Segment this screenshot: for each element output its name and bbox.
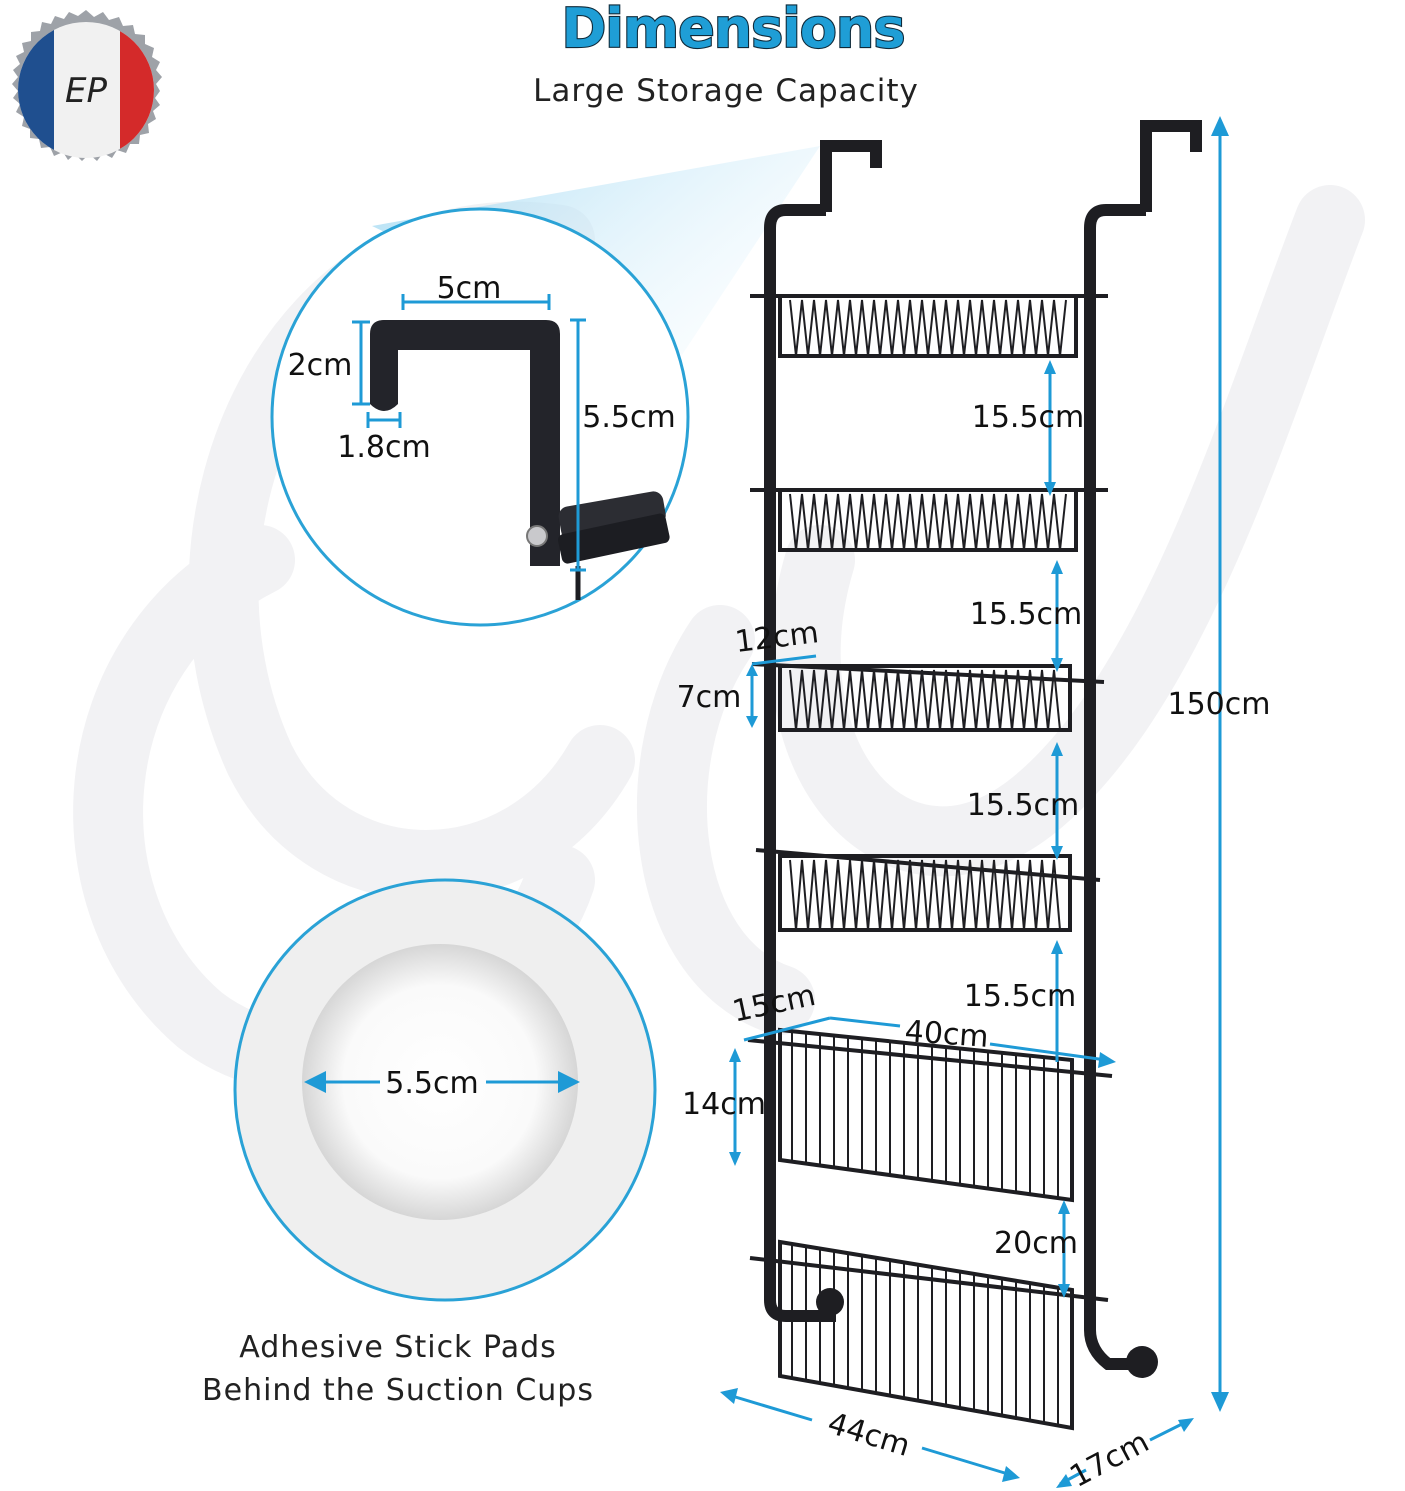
hook-detail-circle: 5cm 2cm 1.8cm 5.5cm [270, 207, 690, 627]
large-basket-height-dimension: 14cm [682, 1048, 766, 1166]
small-basket-depth-dimension: 12cm [733, 615, 821, 666]
hook-depth-dimension: 5.5cm [570, 318, 676, 572]
basket-3 [751, 662, 1105, 732]
small-basket-height-label: 7cm [677, 680, 742, 715]
spacing-label-3: 15.5cm [967, 788, 1080, 823]
overall-depth-label: 17cm [1064, 1424, 1155, 1491]
hook-screw [526, 525, 548, 547]
brand-logo: EP [12, 10, 162, 161]
large-basket-width-label: 40cm [904, 1014, 990, 1055]
total-height-label: 150cm [1168, 687, 1271, 722]
suction-detail-circle: 5.5cm [233, 878, 657, 1302]
spacing-dimension-2: 15.5cm [970, 560, 1083, 672]
suction-caption-line2: Behind the Suction Cups [202, 1373, 594, 1408]
spacing-label-1: 15.5cm [972, 400, 1085, 435]
spacing-dimension-3: 15.5cm [967, 742, 1080, 860]
hook-width-label: 5cm [437, 271, 502, 306]
basket-6 [749, 1239, 1109, 1431]
spacing-dimension-1: 15.5cm [972, 360, 1085, 496]
basket-5 [747, 1027, 1113, 1203]
right-top-hook [1140, 120, 1202, 212]
spacing-dimension-5: 20cm [994, 1200, 1078, 1298]
adhesive-pad [302, 944, 578, 1220]
basket-1 [750, 294, 1108, 358]
right-upright [1084, 204, 1146, 1370]
hook-depth-label: 5.5cm [582, 400, 675, 435]
overall-width-label: 44cm [824, 1406, 914, 1464]
pad-diameter-dimension: 5.5cm [304, 1066, 580, 1101]
suction-caption-line1: Adhesive Stick Pads [239, 1330, 557, 1365]
bottom-bumper-right [1126, 1346, 1158, 1378]
basket-4 [755, 848, 1101, 932]
hook-lip-dimension: 1.8cm [337, 412, 431, 465]
spacing-dimension-4: 15.5cm [964, 940, 1077, 1062]
small-basket-height-dimension: 7cm [677, 664, 758, 728]
overall-depth-dimension: 17cm [1056, 1418, 1194, 1491]
left-top-hook [820, 140, 882, 212]
large-basket-height-label: 14cm [682, 1087, 766, 1122]
hook-height-label: 2cm [288, 348, 353, 383]
pad-diameter-label: 5.5cm [385, 1066, 478, 1101]
spacing-label-4: 15.5cm [964, 979, 1077, 1014]
large-basket-width-dimension: 40cm [829, 1014, 1116, 1068]
bottom-bumper-left [816, 1288, 844, 1316]
total-height-dimension: 150cm [1168, 116, 1271, 1412]
door-rack [747, 120, 1202, 1431]
hook-height-dimension: 2cm [288, 320, 370, 406]
spacing-label-5: 20cm [994, 1226, 1078, 1261]
hook-width-dimension: 5cm [401, 271, 551, 310]
page-subtitle: Large Storage Capacity [533, 73, 919, 109]
hook-lip-label: 1.8cm [337, 430, 430, 465]
page-title: Dimensions [561, 0, 904, 60]
logo-monogram: EP [65, 71, 107, 111]
hook-bar [557, 513, 670, 564]
spacing-label-2: 15.5cm [970, 597, 1083, 632]
